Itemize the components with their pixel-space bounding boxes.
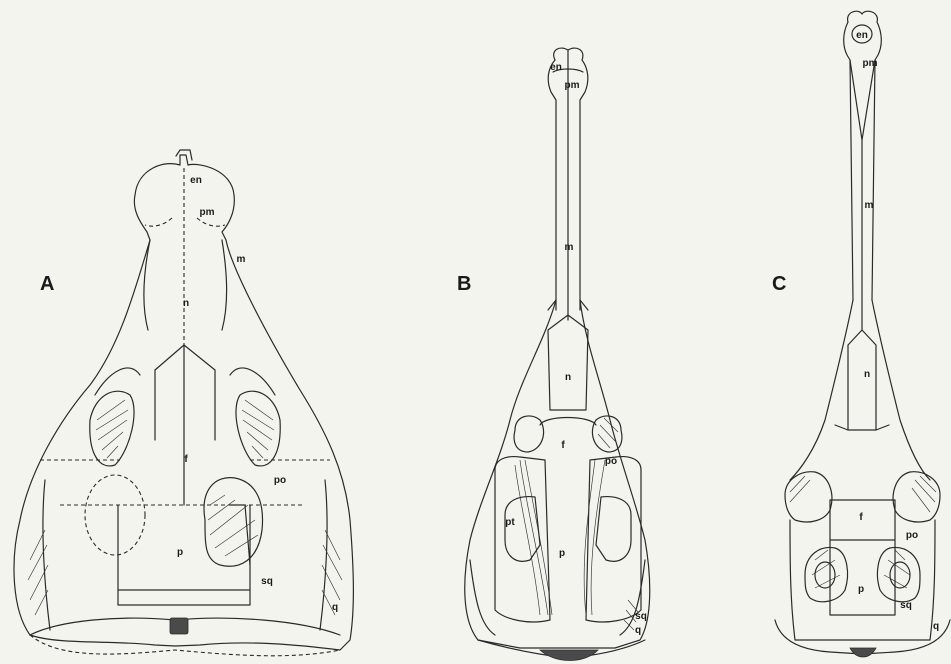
panel-letter-a: A (40, 273, 54, 295)
skull-b: B en pm m n f po pt p sq q (457, 48, 650, 660)
label-c-sq: sq (900, 600, 912, 611)
label-b-en: en (550, 62, 562, 73)
label-b-p: p (559, 548, 565, 559)
label-b-q: q (635, 625, 641, 636)
label-a-q: q (332, 602, 338, 613)
label-a-en: en (190, 175, 202, 186)
label-a-pm: pm (200, 207, 215, 218)
label-b-po: po (605, 456, 617, 467)
label-a-sq: sq (261, 576, 273, 587)
label-c-pm: pm (863, 58, 878, 69)
label-c-po: po (906, 530, 918, 541)
label-a-n: n (183, 298, 189, 309)
panel-letter-b: B (457, 273, 471, 295)
label-c-p: p (858, 584, 864, 595)
label-c-n: n (864, 369, 870, 380)
label-a-p: p (177, 547, 183, 558)
label-a-po: po (274, 475, 286, 486)
skull-a: A en pm m n f po p sq q (14, 150, 353, 656)
label-b-f: f (561, 440, 565, 451)
skull-c: C en pm m n f po p sq q (772, 11, 950, 657)
label-c-f: f (859, 512, 863, 523)
label-a-f: f (184, 454, 188, 465)
label-c-q: q (933, 621, 939, 632)
label-a-m: m (237, 254, 246, 265)
label-b-pm: pm (565, 80, 580, 91)
label-c-en: en (856, 30, 868, 41)
label-c-m: m (865, 200, 874, 211)
panel-letter-c: C (772, 273, 786, 295)
label-b-pt: pt (505, 517, 515, 528)
label-b-n: n (565, 372, 571, 383)
label-b-sq: sq (635, 611, 647, 622)
label-b-m: m (565, 242, 574, 253)
